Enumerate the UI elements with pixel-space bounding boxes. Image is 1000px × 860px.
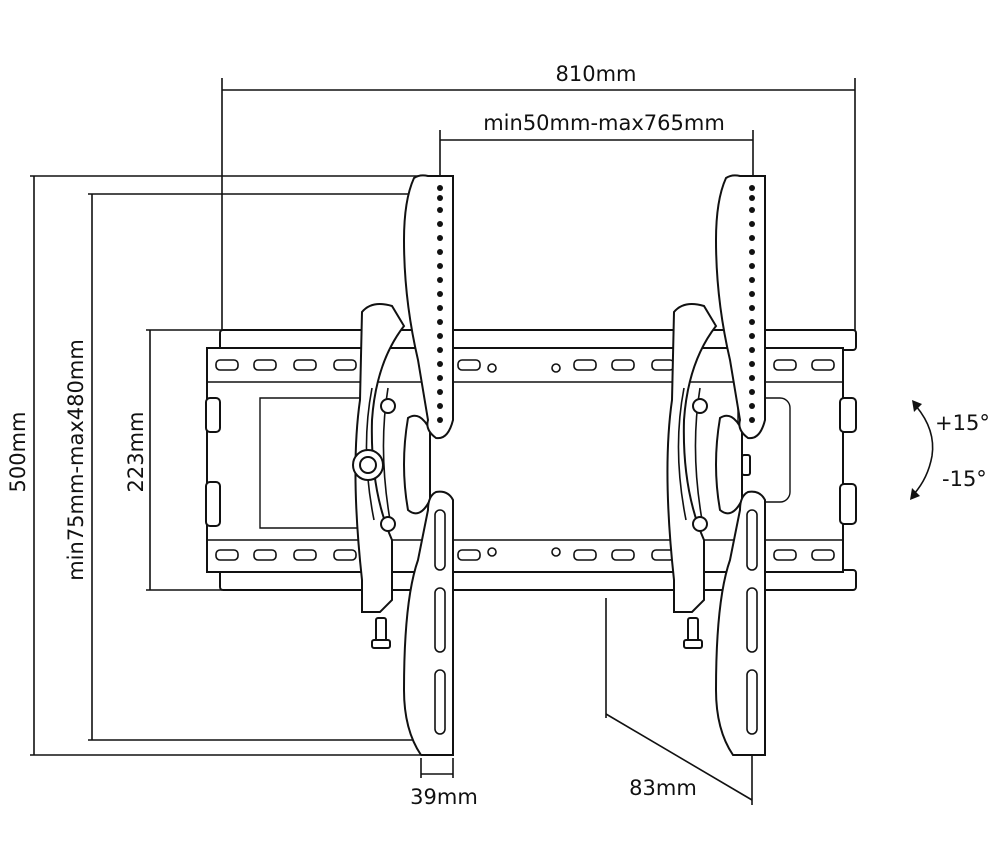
overall-width-label: 810mm [556, 62, 637, 86]
right-arm-holes [746, 185, 758, 735]
dimension-lines [30, 78, 856, 805]
tilt-arrow [910, 400, 934, 500]
depth-label: 83mm [629, 776, 697, 800]
plate-slots-bottom [215, 547, 835, 561]
left-arm-holes [434, 185, 446, 735]
plate-slots-top [215, 359, 835, 373]
tilt-down-label: -15° [942, 467, 987, 491]
arm-width-label: 39mm [410, 785, 478, 809]
overall-height-label: 500mm [6, 412, 30, 493]
plate-height-label: 223mm [124, 412, 148, 493]
right-arm [666, 174, 766, 756]
arm-spacing-label: min50mm-max765mm [483, 111, 725, 135]
left-arm [352, 174, 454, 756]
tilt-up-label: +15° [935, 411, 990, 435]
arm-range-label: min75mm-max480mm [64, 339, 88, 581]
